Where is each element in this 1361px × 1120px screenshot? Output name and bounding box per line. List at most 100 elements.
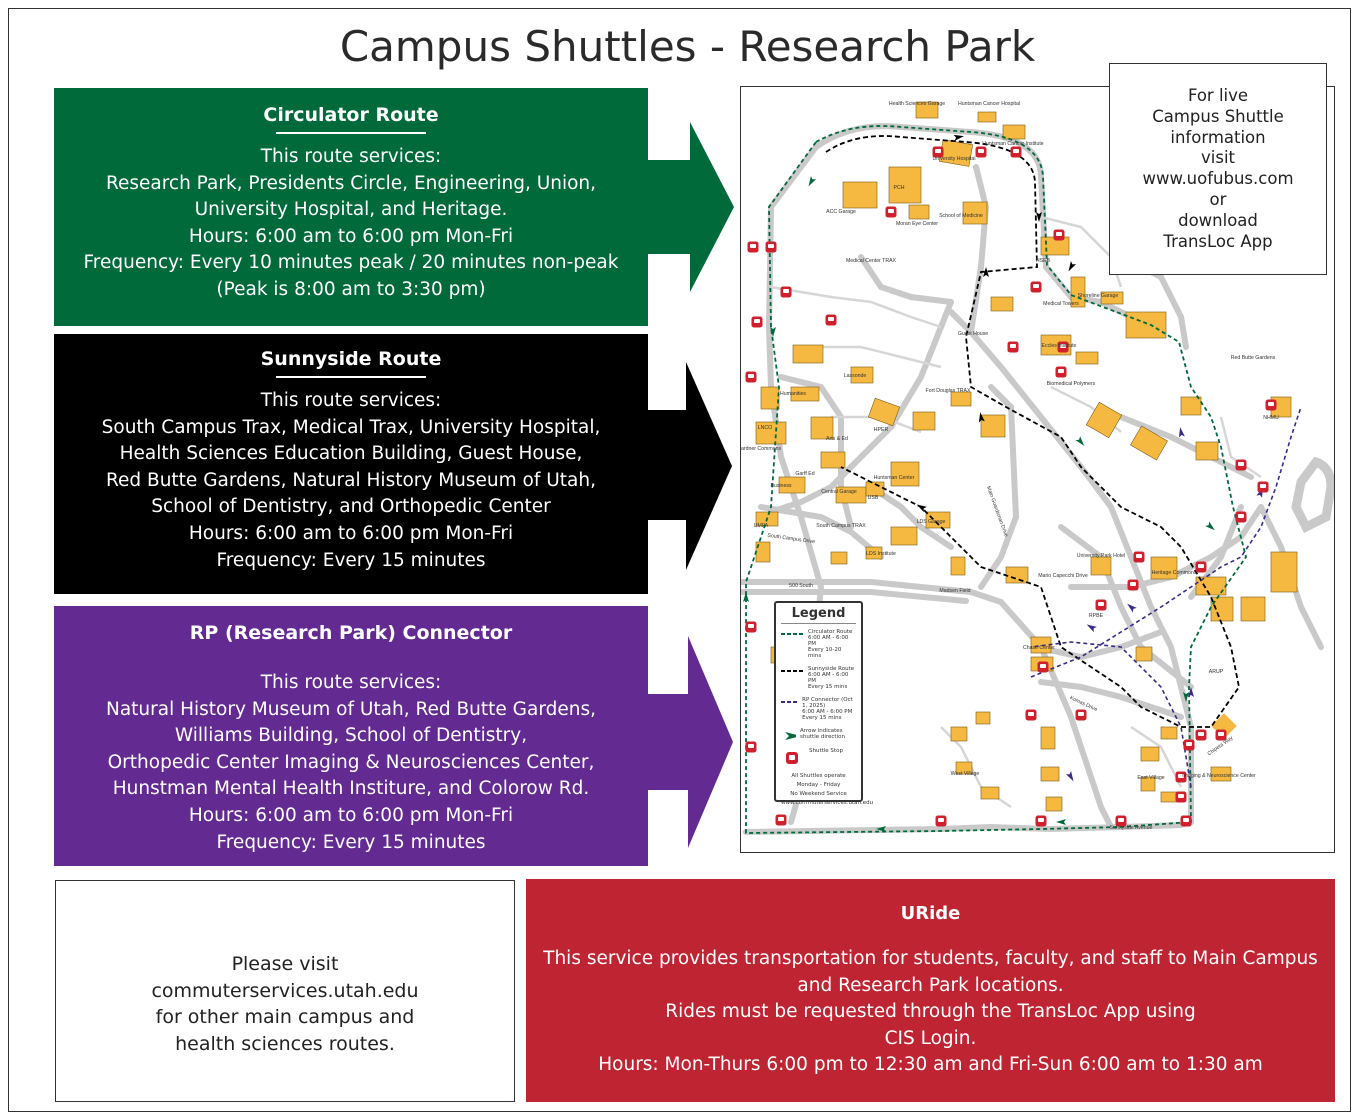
circulator-line: University Hospital, and Heritage. xyxy=(194,199,508,221)
circulator-line: Research Park, Presidents Circle, Engine… xyxy=(105,172,597,194)
bus-stop-glyph xyxy=(748,744,754,748)
map-route-lines xyxy=(743,125,1302,834)
bus-stop-icon xyxy=(780,286,792,298)
map-label: LNCO xyxy=(758,425,772,431)
rp-connector-route-line xyxy=(1030,406,1302,788)
bus-stop-glyph xyxy=(1010,344,1016,348)
circulator-route-line xyxy=(745,125,1247,834)
building xyxy=(1270,551,1298,593)
building xyxy=(1100,291,1124,305)
building xyxy=(810,416,834,440)
bus-stop-glyph xyxy=(1178,794,1184,798)
map-label: East Village xyxy=(1137,775,1164,781)
visit-line: health sciences routes. xyxy=(175,1032,395,1055)
building xyxy=(867,397,901,427)
building xyxy=(1140,776,1156,792)
rp-connector-line: Williams Building, School of Dentistry, xyxy=(174,725,528,747)
bus-stop-glyph xyxy=(1098,602,1104,606)
building xyxy=(1140,746,1160,762)
building xyxy=(842,181,878,209)
sunnyside-route-panel: Sunnyside Route This route services: Sou… xyxy=(54,334,648,594)
map-label: Imaging & Neuroscience Center xyxy=(1182,773,1256,779)
legend-item-freq: Every 15 mins xyxy=(807,684,848,690)
sunnyside-route-title: Sunnyside Route xyxy=(260,348,442,370)
circulator-route-title: Circulator Route xyxy=(263,104,439,126)
map-label: Mario Capecchi Drive xyxy=(1038,573,1088,579)
uride-line: and Research Park locations. xyxy=(797,974,1064,996)
building xyxy=(1130,425,1168,461)
rp-connector-panel: RP (Research Park) Connector This route … xyxy=(54,606,648,866)
bus-stop-icon xyxy=(1055,366,1067,378)
bus-stop-icon xyxy=(1007,341,1019,353)
bus-stop-glyph xyxy=(1078,712,1084,716)
visit-link[interactable]: commuterservices.utah.edu xyxy=(151,979,419,1002)
map-label: Red Butte Gardens xyxy=(1231,355,1276,361)
bus-stop-glyph xyxy=(1268,402,1274,406)
direction-arrow-icon xyxy=(743,592,749,602)
sunnyside-arrow-stem xyxy=(646,410,690,520)
info-line: download xyxy=(1178,210,1258,230)
bus-stop-glyph xyxy=(768,244,774,248)
map-label: Business xyxy=(770,483,791,489)
info-line: visit xyxy=(1201,148,1235,168)
bus-stop-icon xyxy=(1010,146,1022,158)
bus-stop-glyph xyxy=(978,149,984,153)
sunnyside-line: School of Dentistry, and Orthopedic Cent… xyxy=(151,496,551,518)
bus-stop-glyph xyxy=(1218,732,1224,736)
building xyxy=(792,344,824,364)
bus-stop-icon xyxy=(1175,791,1187,803)
uride-panel: URide This service provides transportati… xyxy=(526,879,1335,1102)
map-label: Garff Ed xyxy=(795,471,814,477)
building xyxy=(1195,441,1219,461)
info-line: Campus Shuttle xyxy=(1152,106,1284,126)
circulator-arrow-stem xyxy=(646,160,690,254)
map-label: Arts & Ed xyxy=(826,436,848,442)
bus-stop-glyph xyxy=(1178,774,1184,778)
bus-stop-glyph xyxy=(1056,232,1062,236)
building xyxy=(912,411,936,431)
circulator-line: Frequency: Every 10 minutes peak / 20 mi… xyxy=(83,252,619,274)
map-label: USB xyxy=(868,495,879,501)
bus-stop-glyph xyxy=(748,374,754,378)
bus-stop-icon xyxy=(1180,815,1192,827)
research-park-loop-road xyxy=(1291,456,1334,534)
direction-arrow-icon xyxy=(1183,692,1189,702)
info-link[interactable]: www.uofubus.com xyxy=(1142,169,1294,189)
legend-footer-line: No Weekend Service xyxy=(790,791,847,797)
live-info-box: For live Campus Shuttle information visi… xyxy=(1109,63,1327,275)
bus-stop-glyph xyxy=(1186,742,1192,746)
rp-connector-line: Hours: 6:00 am to 6:00 pm Mon-Fri xyxy=(188,804,514,826)
bus-stop-icon xyxy=(747,241,759,253)
building xyxy=(830,551,848,565)
circulator-line: This route services: xyxy=(260,146,442,167)
bus-stop-icon xyxy=(975,146,987,158)
map-label: LDS Institute xyxy=(866,551,896,557)
sunnyside-route-line xyxy=(825,135,1240,728)
bus-stop-glyph xyxy=(938,818,944,822)
legend-item-name: RP Connector (Oct 1, 2025) xyxy=(802,697,853,709)
direction-arrow-icon xyxy=(1036,212,1042,222)
bus-stop-icon xyxy=(1095,599,1107,611)
sunnyside-line: Hours: 6:00 am to 6:00 pm Mon-Fri xyxy=(188,522,514,544)
bus-stop-glyph xyxy=(1238,514,1244,518)
map-label: Huntsman Cancer Institute xyxy=(982,141,1044,147)
building xyxy=(1085,401,1123,439)
bus-stop-glyph xyxy=(1058,369,1064,373)
legend-footer-line: Monday - Friday xyxy=(796,782,841,788)
map-label: Medical Towers xyxy=(1043,301,1079,307)
legend-item-hours: 6:00 AM - 6:00 PM xyxy=(802,709,853,715)
page-title: Campus Shuttles - Research Park xyxy=(339,22,1036,71)
direction-arrow-icon xyxy=(1086,624,1097,633)
direction-arrow-icon xyxy=(1056,819,1066,825)
map-label: Main Guardsman Drive xyxy=(985,486,1009,538)
legend-item-stop: Shuttle Stop xyxy=(781,748,856,765)
sunnyside-title-underline xyxy=(276,376,426,378)
bus-stop-icon xyxy=(1025,709,1037,721)
legend-item-name: Sunnyside Route xyxy=(807,666,855,672)
building xyxy=(955,761,973,775)
map-label: HSEB xyxy=(1036,258,1051,264)
map-label: Chase Center xyxy=(1023,645,1055,651)
map-label: Madsen Field xyxy=(939,588,970,594)
legend-item-rp-connector: RP Connector (Oct 1, 2025)6:00 AM - 6:00… xyxy=(781,697,856,721)
bus-stop-glyph xyxy=(1260,484,1266,488)
